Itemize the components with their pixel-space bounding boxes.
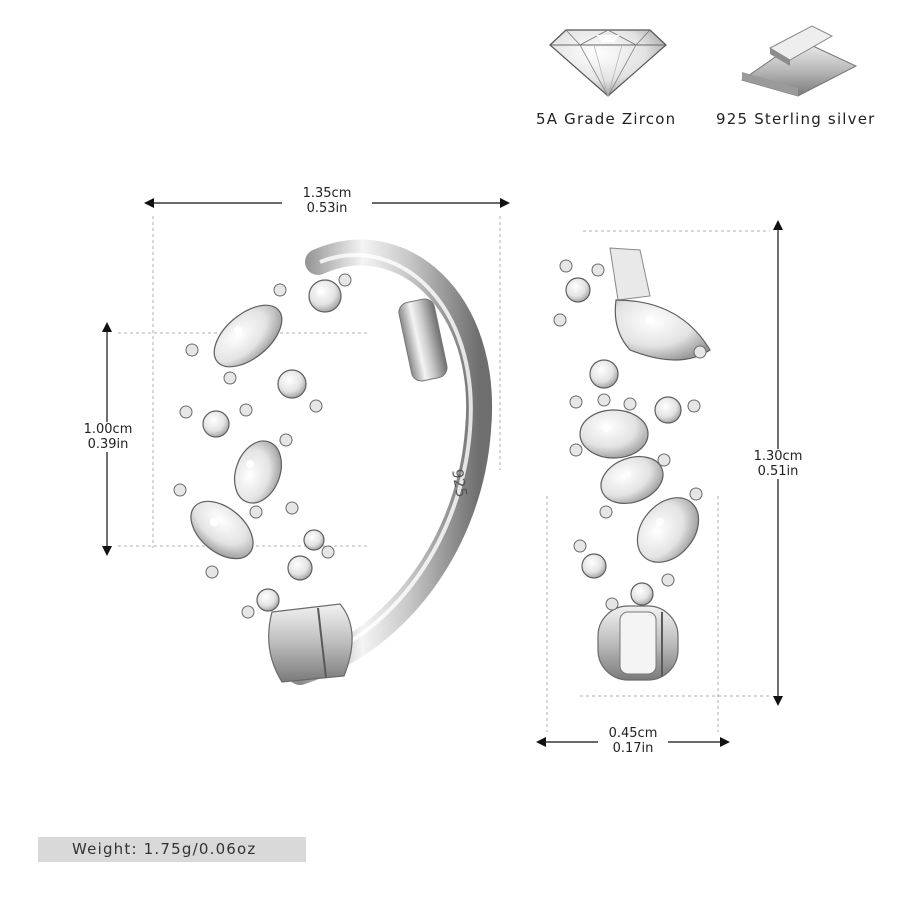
height-cm: 1.30cm xyxy=(748,449,808,464)
zircon-grade-label: 5A Grade Zircon xyxy=(536,110,677,128)
width-cm: 1.35cm xyxy=(282,186,372,201)
silver-grade-label: 925 Sterling silver xyxy=(716,110,876,128)
height-in: 0.51in xyxy=(748,464,808,479)
silver-bar-icon xyxy=(740,25,858,97)
height-label: 1.30cm 0.51in xyxy=(748,449,808,479)
hallmark-stamp: 925 xyxy=(448,468,471,499)
thickness-in: 0.17in xyxy=(598,741,668,756)
inner-height-cm: 1.00cm xyxy=(78,422,138,437)
inner-height-label: 1.00cm 0.39in xyxy=(78,422,138,452)
thickness-label: 0.45cm 0.17in xyxy=(598,726,668,756)
diamond-icon xyxy=(549,29,667,98)
width-in: 0.53in xyxy=(282,201,372,216)
width-label: 1.35cm 0.53in xyxy=(282,186,372,216)
weight-bar xyxy=(38,837,306,862)
earring-front-view xyxy=(173,239,493,685)
inner-height-in: 0.39in xyxy=(78,437,138,452)
thickness-cm: 0.45cm xyxy=(598,726,668,741)
weight-label: Weight: 1.75g/0.06oz xyxy=(72,840,257,858)
earring-side-view xyxy=(553,247,711,681)
